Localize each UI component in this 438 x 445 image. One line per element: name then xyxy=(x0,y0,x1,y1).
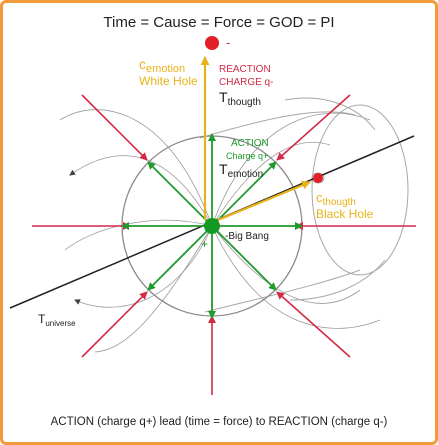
white-hole-label: White Hole xyxy=(139,74,198,88)
t-universe-label: Tuniverse xyxy=(38,312,76,328)
black-hole-label: Black Hole xyxy=(316,207,374,221)
reaction-label: REACTION xyxy=(219,64,271,75)
plus-sign: + xyxy=(201,237,208,251)
c-emotion-label: cemotion xyxy=(139,56,185,75)
reaction-charge-label: CHARGE q- xyxy=(219,77,273,88)
field-lines xyxy=(59,109,381,353)
diagram-caption: ACTION (charge q+) lead (time = force) t… xyxy=(51,416,388,428)
c-thought-label: cthougth xyxy=(316,190,356,208)
tube-outline xyxy=(199,97,409,313)
big-bang-label: -Big Bang xyxy=(225,231,269,242)
t-thought-label: Tthougth xyxy=(219,89,261,108)
action-label: ACTION xyxy=(231,138,269,149)
big-bang-dot xyxy=(204,218,220,234)
reaction-arrows xyxy=(32,94,416,395)
action-charge-label: Charge q+ xyxy=(226,151,268,161)
diagram-title: Time = Cause = Force = GOD = PI xyxy=(103,14,334,31)
minus-sign: - xyxy=(226,35,230,50)
action-arrows xyxy=(121,133,303,319)
reaction-charge-dot xyxy=(205,36,219,50)
light-speed-arrows xyxy=(200,56,311,222)
black-hole-dot xyxy=(313,173,323,183)
t-emotion-label: Temotion xyxy=(219,161,263,180)
